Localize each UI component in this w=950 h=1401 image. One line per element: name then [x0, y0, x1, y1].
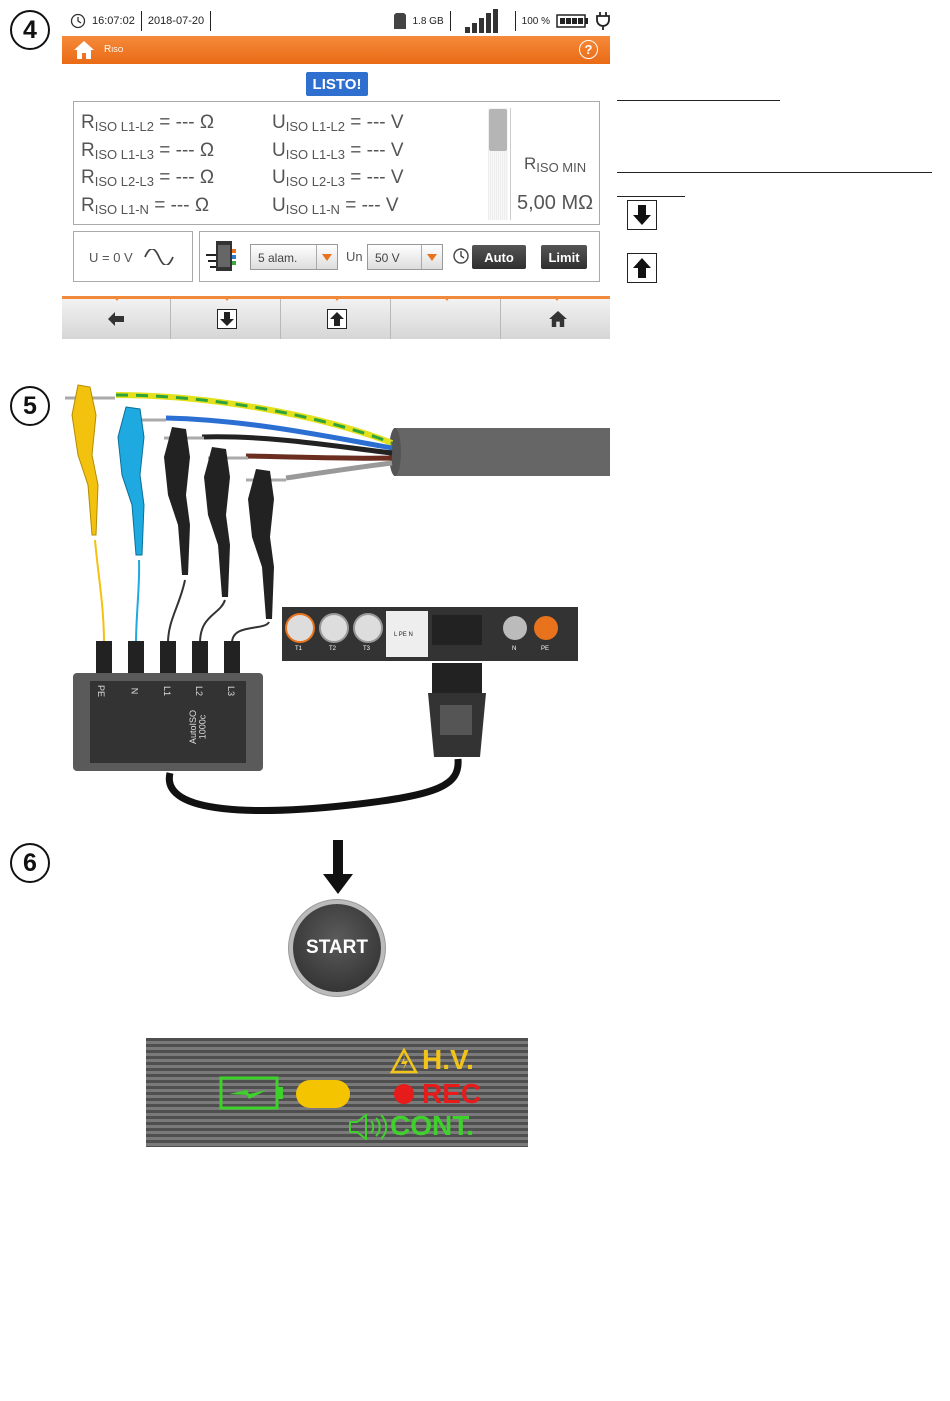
- cont-indicator: CONT.: [390, 1110, 474, 1141]
- annotation-line-3: [617, 196, 685, 197]
- status-battery-percent: 100 %: [521, 15, 550, 27]
- battery-icon: [556, 14, 588, 28]
- rec-indicator: REC: [422, 1078, 482, 1109]
- adapter-model: 1000c: [197, 714, 208, 740]
- annotation-line-2: [617, 172, 932, 173]
- points-dropdown[interactable]: 5 alam.: [250, 244, 338, 270]
- step-6-marker: 6: [10, 843, 50, 883]
- meter-socket-t1: T1: [295, 646, 303, 652]
- start-button[interactable]: START: [293, 904, 381, 992]
- sine-wave-icon: [144, 249, 174, 265]
- title-bar: RISO ?: [62, 36, 610, 64]
- scrollbar-thumb[interactable]: [489, 109, 507, 151]
- limit-button[interactable]: Limit: [541, 245, 587, 269]
- status-led-yellow: [296, 1080, 350, 1108]
- home-icon: [549, 311, 567, 327]
- r-result-1: RISO L1-L2 = --- Ω: [81, 112, 215, 134]
- adapter-socket-l3: L3: [226, 685, 237, 697]
- u-result-4: UISO L1-N = --- V: [272, 195, 399, 217]
- r-result-3: RISO L2-L3 = --- Ω: [81, 167, 215, 189]
- clock-icon: [70, 13, 86, 29]
- wiring-illustration: [65, 384, 610, 814]
- results-scrollbar[interactable]: [488, 108, 508, 220]
- step-4-marker: 4: [10, 10, 50, 50]
- speaker-icon: [349, 1114, 388, 1140]
- meter-socket-label: L PE N: [394, 632, 413, 638]
- adapter-socket-l1: L1: [162, 685, 173, 697]
- un-dropdown[interactable]: 50 V: [367, 244, 443, 270]
- u-result-1: UISO L1-L2 = --- V: [272, 112, 404, 134]
- softkey-back[interactable]: [62, 299, 171, 339]
- softkey-up[interactable]: [282, 299, 391, 339]
- plug-icon: [596, 12, 610, 30]
- adapter-socket-l2: L2: [194, 685, 205, 697]
- annotation-line-1: [617, 100, 780, 101]
- adapter-icon: [206, 241, 236, 271]
- arrow-left-icon: [108, 312, 124, 326]
- arrow-down-icon: [323, 840, 353, 894]
- arrow-up-icon: [627, 253, 657, 283]
- indicator-panel: H.V. REC CONT.: [146, 1038, 528, 1147]
- voltage-readout: U = 0 V: [89, 250, 133, 265]
- settings-box: 5 alam. Un 50 V Auto Limit: [199, 231, 600, 282]
- status-time: 16:07:02: [92, 15, 135, 27]
- r-result-4: RISO L1-N = --- Ω: [81, 195, 210, 217]
- u-result-3: UISO L2-L3 = --- V: [272, 167, 404, 189]
- status-bar: 16:07:02 2018-07-20 1.8 GB 100 %: [62, 6, 610, 36]
- chevron-down-icon: [427, 254, 437, 261]
- softkey-home[interactable]: [502, 299, 611, 339]
- sd-card-icon: [393, 13, 406, 29]
- results-panel: RISO L1-L2 = --- Ω RISO L1-L3 = --- Ω RI…: [73, 101, 600, 225]
- adapter-socket-pe: PE: [96, 684, 107, 698]
- arrow-up-icon: [327, 309, 347, 329]
- u-result-2: UISO L1-L3 = --- V: [272, 140, 404, 162]
- title-text: RISO: [104, 44, 124, 55]
- auto-button[interactable]: Auto: [472, 245, 526, 269]
- adapter-socket-n: N: [129, 687, 140, 695]
- riso-min-label: RISO MIN: [524, 154, 587, 175]
- arrow-down-icon: [627, 200, 657, 230]
- status-storage: 1.8 GB: [412, 15, 444, 27]
- home-icon[interactable]: [74, 41, 94, 59]
- softkey-down[interactable]: [172, 299, 281, 339]
- meter-socket-t3: T3: [363, 646, 371, 652]
- meter-socket-pe: PE: [541, 646, 550, 652]
- voltage-box: U = 0 V: [73, 231, 193, 282]
- arrow-down-icon: [217, 309, 237, 329]
- rec-led: [394, 1084, 414, 1104]
- riso-min-value: 5,00 MΩ: [517, 192, 594, 214]
- softkey-notches: [113, 296, 561, 301]
- softkey-empty[interactable]: [392, 299, 501, 339]
- battery-charging-icon: [219, 1076, 283, 1110]
- status-date: 2018-07-20: [147, 15, 205, 27]
- warning-icon: [390, 1048, 418, 1074]
- help-icon[interactable]: ?: [579, 40, 598, 59]
- timer-icon: [453, 248, 469, 264]
- ready-badge: LISTO!: [306, 72, 368, 96]
- meter-socket-t2: T2: [329, 646, 337, 652]
- step-5-marker: 5: [10, 386, 50, 426]
- r-result-2: RISO L1-L3 = --- Ω: [81, 140, 215, 162]
- chevron-down-icon: [322, 254, 332, 261]
- signal-icon: [464, 9, 498, 33]
- un-label: Un: [346, 249, 363, 264]
- meter-socket-n: N: [512, 646, 517, 652]
- start-label: START: [306, 937, 368, 958]
- hv-indicator: H.V.: [422, 1044, 474, 1075]
